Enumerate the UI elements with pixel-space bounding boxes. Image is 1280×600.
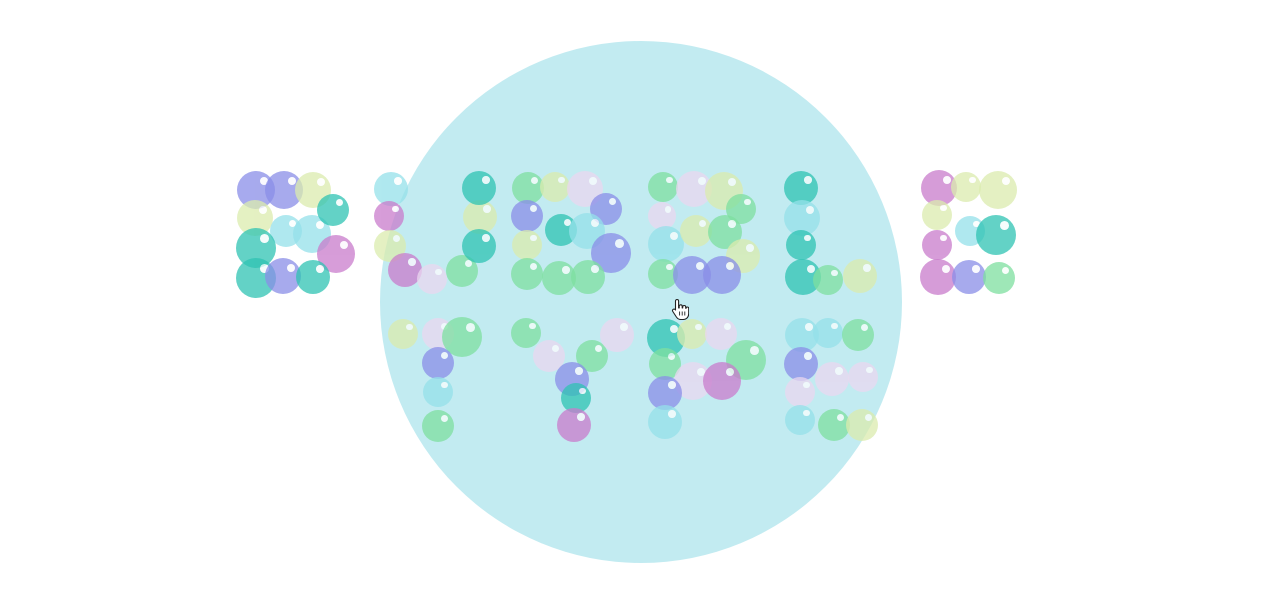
bubble[interactable] bbox=[846, 409, 878, 441]
bubble[interactable] bbox=[463, 200, 497, 234]
bubble[interactable] bbox=[317, 194, 349, 226]
bubble[interactable] bbox=[680, 215, 712, 247]
bubble[interactable] bbox=[388, 253, 422, 287]
bubble[interactable] bbox=[951, 172, 981, 202]
bubble[interactable] bbox=[511, 258, 543, 290]
bubble[interactable] bbox=[374, 172, 408, 206]
bubble[interactable] bbox=[462, 229, 496, 263]
bubble[interactable] bbox=[540, 172, 570, 202]
bubble[interactable] bbox=[557, 408, 591, 442]
bubble[interactable] bbox=[677, 319, 707, 349]
bubble[interactable] bbox=[571, 260, 605, 294]
bubble[interactable] bbox=[417, 264, 447, 294]
bubble[interactable] bbox=[296, 260, 330, 294]
bubble[interactable] bbox=[512, 230, 542, 260]
bubble[interactable] bbox=[265, 258, 301, 294]
bubble[interactable] bbox=[512, 172, 544, 204]
bubble[interactable] bbox=[818, 409, 850, 441]
bubble[interactable] bbox=[815, 362, 849, 396]
bubble[interactable] bbox=[785, 377, 815, 407]
bubble[interactable] bbox=[511, 200, 543, 232]
bubble[interactable] bbox=[952, 260, 986, 294]
bubble[interactable] bbox=[785, 405, 815, 435]
bubble[interactable] bbox=[422, 410, 454, 442]
bubble[interactable] bbox=[600, 318, 634, 352]
bubble[interactable] bbox=[920, 259, 956, 295]
bubble[interactable] bbox=[422, 347, 454, 379]
bubble[interactable] bbox=[813, 265, 843, 295]
bubble[interactable] bbox=[703, 256, 741, 294]
bubble[interactable] bbox=[511, 318, 541, 348]
bubble[interactable] bbox=[976, 215, 1016, 255]
bubble[interactable] bbox=[813, 318, 843, 348]
bubble[interactable] bbox=[786, 230, 816, 260]
background-circle bbox=[380, 41, 902, 563]
bubble[interactable] bbox=[922, 230, 952, 260]
bubble[interactable] bbox=[784, 347, 818, 381]
bubble[interactable] bbox=[648, 405, 682, 439]
bubble[interactable] bbox=[703, 362, 741, 400]
bubble[interactable] bbox=[848, 362, 878, 392]
bubble[interactable] bbox=[388, 319, 418, 349]
bubble[interactable] bbox=[648, 202, 676, 230]
bubble[interactable] bbox=[423, 377, 453, 407]
bubble[interactable] bbox=[542, 261, 576, 295]
bubble[interactable] bbox=[648, 172, 678, 202]
bubble[interactable] bbox=[843, 259, 877, 293]
bubble[interactable] bbox=[648, 226, 684, 262]
bubble[interactable] bbox=[979, 171, 1017, 209]
bubble[interactable] bbox=[842, 319, 874, 351]
bubble[interactable] bbox=[784, 171, 818, 205]
bubble[interactable] bbox=[922, 200, 952, 230]
bubble[interactable] bbox=[648, 376, 682, 410]
bubble[interactable] bbox=[462, 171, 496, 205]
bubble[interactable] bbox=[374, 201, 404, 231]
bubble[interactable] bbox=[983, 262, 1015, 294]
